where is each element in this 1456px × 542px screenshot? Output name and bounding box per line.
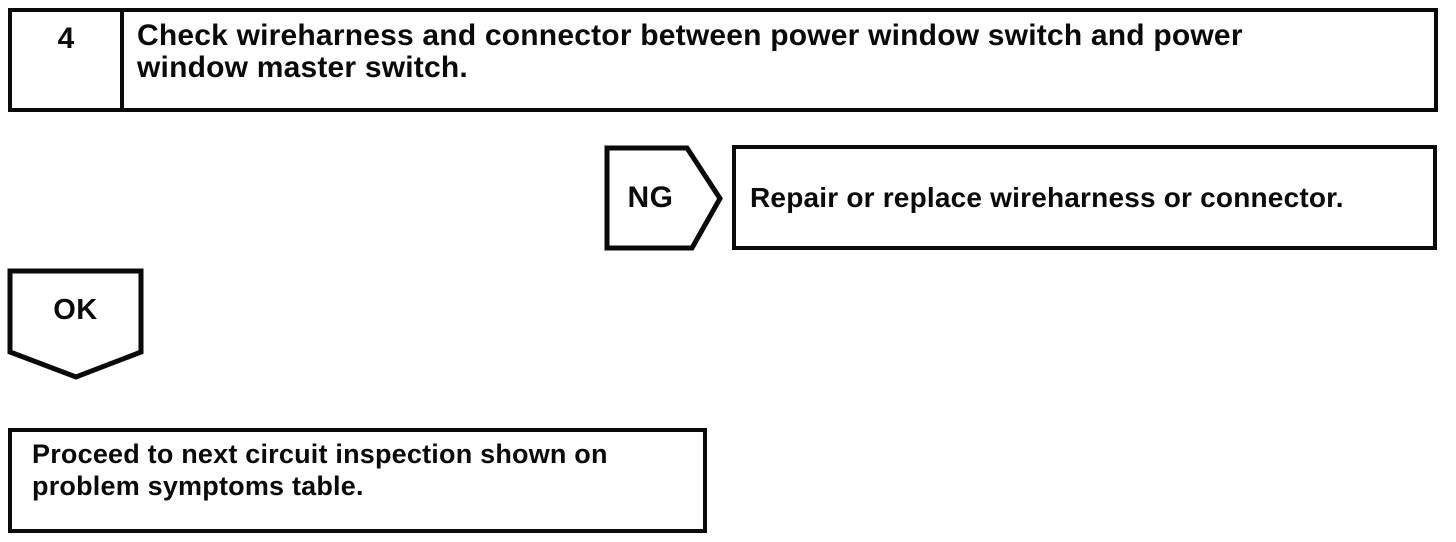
ok-label: OK [53,293,98,326]
step-instruction: Check wireharness and connector between … [124,12,1434,108]
step-instruction-line-2: window master switch. [137,51,468,84]
step-box: 4 Check wireharness and connector betwee… [8,8,1438,112]
ng-label: NG [627,181,674,214]
ng-action-text: Repair or replace wireharness or connect… [750,181,1344,213]
ok-action-line-2: problem symptoms table. [32,471,364,501]
ok-pentagon-shape [7,268,144,380]
ng-pentagon-shape [604,145,723,251]
ok-action-box: Proceed to next circuit inspection shown… [8,428,707,533]
ng-action-box: Repair or replace wireharness or connect… [732,145,1437,250]
ok-connector: OK [7,268,144,380]
step-number-cell: 4 [12,12,124,108]
step-number: 4 [57,22,75,55]
step-instruction-line-1: Check wireharness and connector between … [137,19,1243,52]
ok-action-line-1: Proceed to next circuit inspection shown… [32,439,608,469]
ng-connector: NG [603,145,724,251]
